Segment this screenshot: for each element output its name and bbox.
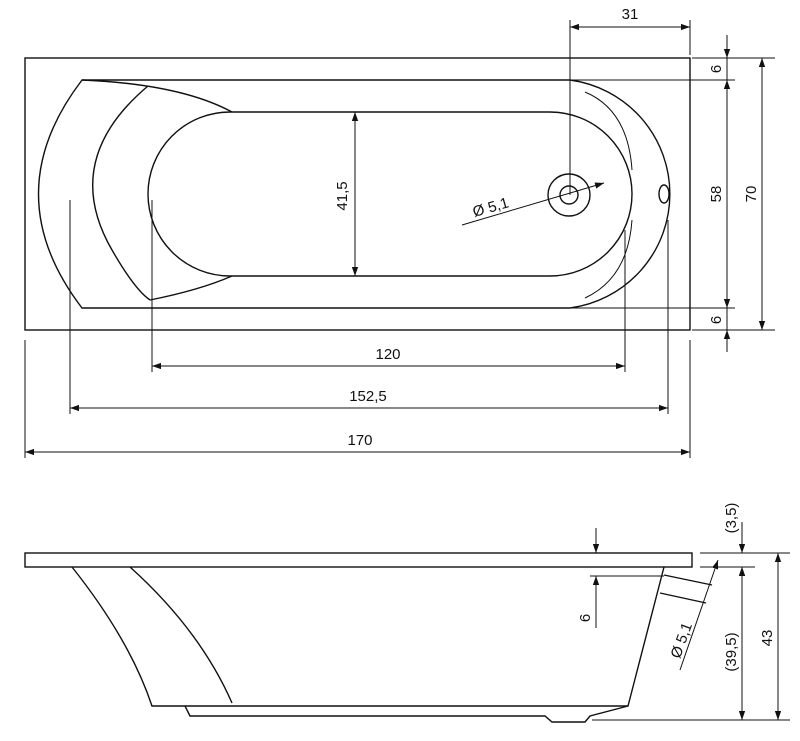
dim-overall-width-label: 70 — [743, 186, 760, 203]
tub-outer-outline — [24, 57, 691, 331]
dim-overall-height-label: 43 — [759, 630, 776, 647]
dim-rim-thickness-label: (3,5) — [723, 503, 740, 534]
side-tub-body — [71, 566, 665, 707]
dim-drain-offset-label: 31 — [622, 6, 639, 23]
side-rim — [24, 552, 693, 568]
overflow-hole — [658, 184, 670, 204]
tub-bottom-outline — [147, 111, 633, 277]
overflow-fitting-bottom — [659, 592, 707, 604]
dim-rim-top-label: 6 — [708, 65, 725, 73]
dim-inner-length-label: 152,5 — [349, 388, 387, 405]
dim-overflow-height-label: 6 — [577, 614, 594, 622]
side-view: 6 Ø 5,1 (3,5) (39,5) 43 — [24, 503, 790, 723]
side-base-foot — [184, 705, 629, 723]
tub-inner-rim — [37, 79, 671, 309]
top-view: 31 41,5 Ø 5,1 120 152,5 170 6 58 6 70 — [24, 6, 775, 458]
dim-overflow-diameter-label: Ø 5,1 — [668, 620, 697, 660]
backrest-upper — [81, 79, 233, 113]
dim-depth-label: (39,5) — [723, 632, 740, 671]
backrest-curve — [92, 85, 151, 301]
dim-drain-diameter-leader — [461, 182, 605, 226]
drain-inner-ring — [559, 185, 579, 205]
side-backrest-curve — [129, 566, 233, 704]
dim-inner-width-label: 58 — [708, 186, 725, 203]
dim-bottom-width-label: 41,5 — [334, 181, 351, 210]
dim-rim-bottom-label: 6 — [708, 316, 725, 324]
dim-overflow-diameter-line — [679, 559, 719, 671]
drain-outer-ring — [547, 173, 591, 217]
overflow-fitting-top — [663, 574, 713, 586]
inner-end-curve — [584, 91, 633, 171]
dim-bottom-length-label: 120 — [375, 346, 400, 363]
inner-end-curve-lower — [584, 219, 633, 299]
dim-overall-length-label: 170 — [347, 432, 372, 449]
backrest-lower — [149, 275, 233, 301]
